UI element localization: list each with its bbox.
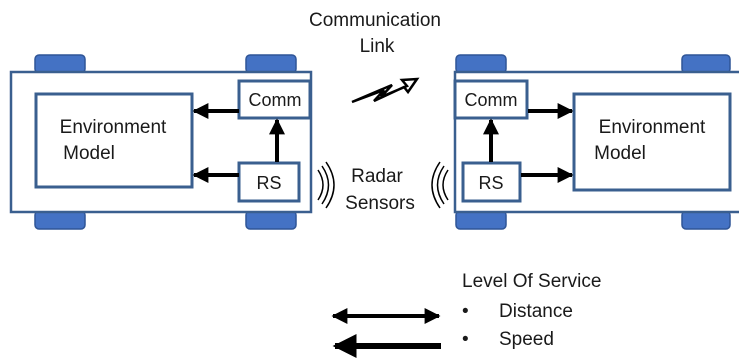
radar-sensors-label-line1: Radar [351, 166, 403, 187]
environment-model-label-line1: Environment [599, 117, 706, 138]
rs-box [237, 161, 301, 203]
communication-link-label-line2: Link [360, 36, 395, 57]
environment-model-box [34, 92, 194, 189]
legend-item-speed: Speed [499, 329, 554, 350]
comm-box [237, 79, 312, 120]
wheel-icon [681, 210, 731, 230]
radar-wave-icon [317, 161, 335, 209]
comm-label: Comm [249, 90, 302, 110]
wheel-icon [245, 210, 297, 230]
comm-box [453, 79, 529, 120]
rs-label: RS [256, 173, 281, 193]
legend-title: Level Of Service [462, 271, 601, 292]
left-vehicle: Environment Model Comm RS [9, 54, 335, 230]
comm-label: Comm [465, 90, 518, 110]
legend-bullet: • [462, 329, 469, 350]
environment-model-box [572, 92, 732, 192]
rs-label: RS [478, 173, 503, 193]
legend: Level Of Service • Distance • Speed [331, 271, 601, 358]
wheel-icon [34, 54, 86, 74]
right-vehicle: Comm RS Environment Model [431, 54, 739, 230]
environment-model-label-line2: Model [594, 143, 646, 164]
wheel-icon [455, 54, 507, 74]
legend-bullet: • [462, 301, 469, 322]
rs-box [461, 161, 522, 203]
radar-sensors-label-line2: Sensors [345, 193, 415, 214]
communication-link-label-line1: Communication [309, 10, 441, 31]
wheel-icon [681, 54, 731, 74]
environment-model-label-line2: Model [63, 143, 115, 164]
wheel-icon [34, 210, 86, 230]
communication-link-icon [351, 77, 420, 104]
environment-model-label-line1: Environment [60, 117, 167, 138]
wheel-icon [245, 54, 297, 74]
radar-wave-icon [431, 161, 449, 209]
wheel-icon [455, 210, 507, 230]
legend-item-distance: Distance [499, 301, 573, 322]
